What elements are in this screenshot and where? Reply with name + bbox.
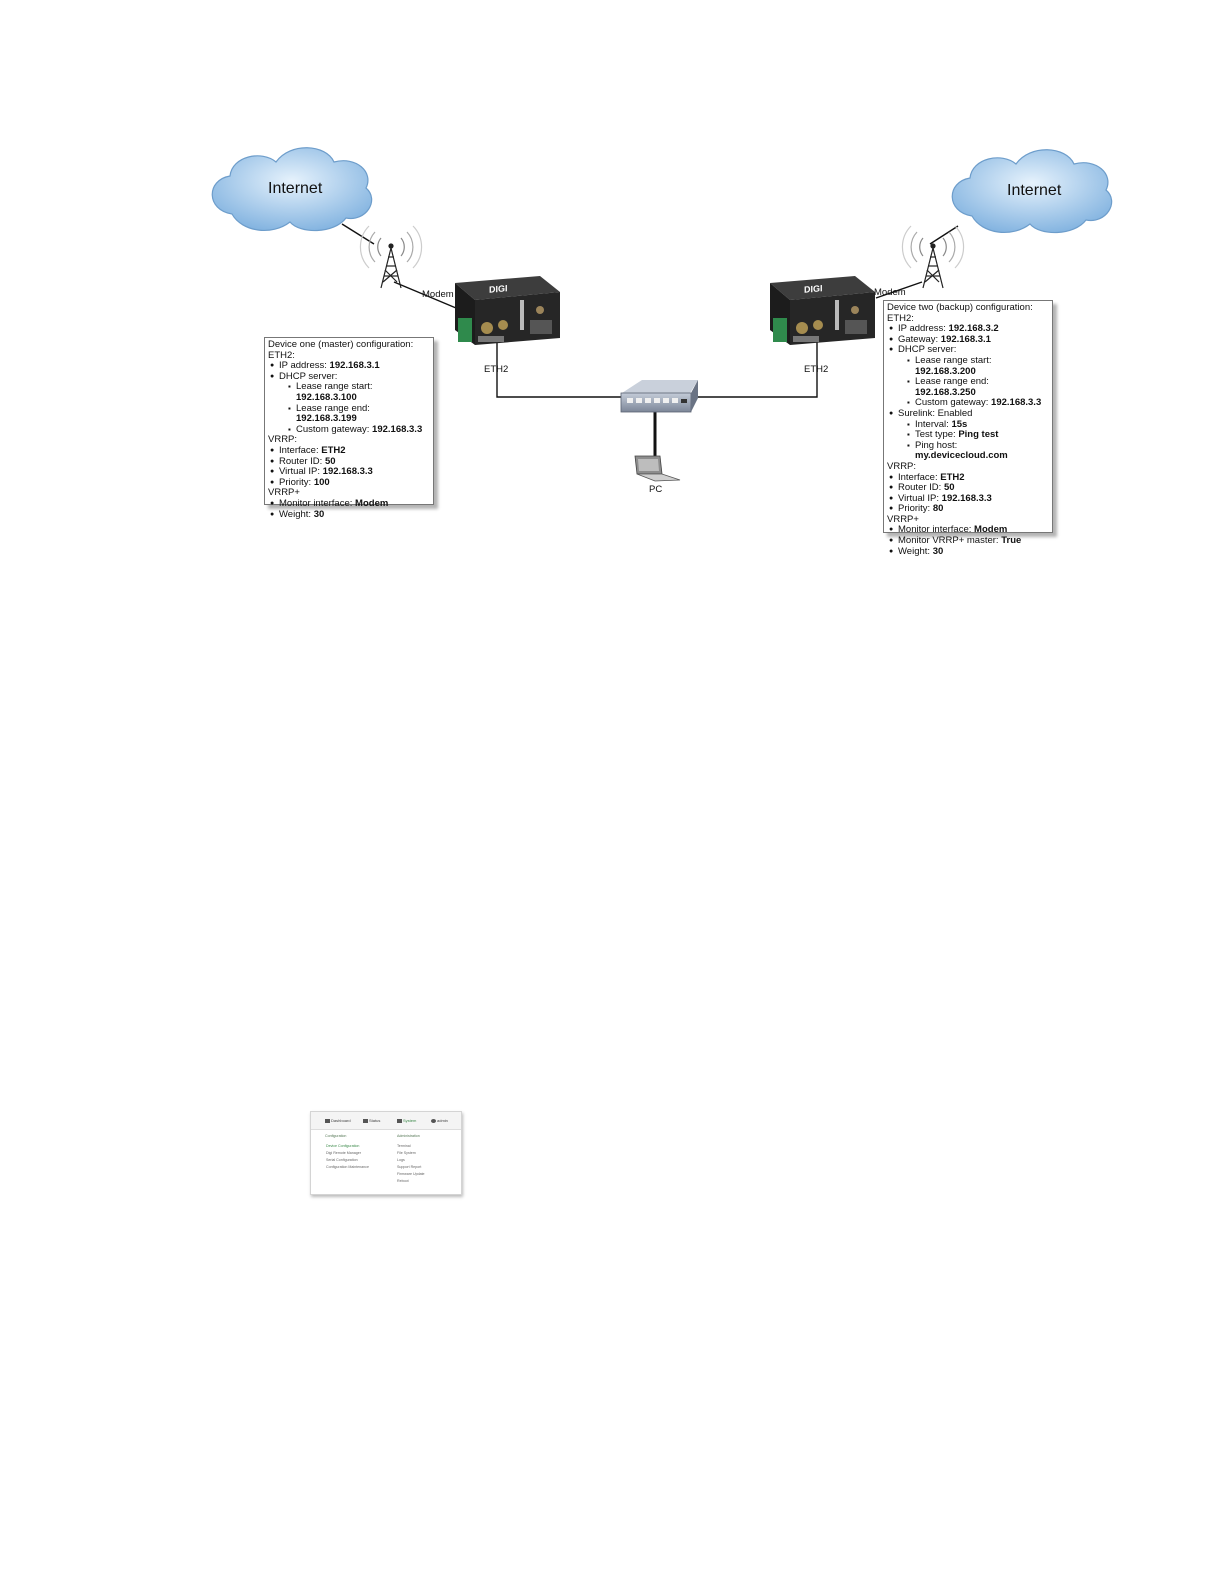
menu-item-configuration-maintenance[interactable]: Configuration Maintenance	[326, 1165, 369, 1169]
device-two-ping-host: Ping host: my.devicecloud.com	[887, 440, 1049, 462]
device-one-lease-end: Lease range end: 192.168.3.199	[268, 403, 430, 425]
menu-item-remote-manager[interactable]: Digi Remote Manager	[326, 1151, 361, 1155]
device-one-router-id: Router ID: 50	[268, 456, 430, 468]
device-two-vrrp-header: VRRP:	[887, 460, 917, 472]
device-one-priority: Priority: 100	[268, 477, 430, 489]
device-one-weight: Weight: 30	[268, 509, 430, 521]
menu-config-header: Configuration	[325, 1134, 347, 1138]
menu-item-device-configuration[interactable]: Device Configuration	[326, 1144, 360, 1148]
device-one-virtual-ip: Virtual IP: 192.168.3.3	[268, 466, 430, 478]
internet-label-left: Internet	[268, 180, 323, 197]
device-one-interface: Interface: ETH2	[268, 445, 430, 457]
router-device-right-icon	[770, 276, 875, 345]
menu-item-reboot[interactable]: Reboot	[397, 1179, 409, 1183]
grid-icon	[363, 1118, 368, 1123]
system-menu-screenshot: Dashboard Status System admin Configurat…	[310, 1111, 462, 1195]
device-two-dhcp: DHCP server:	[887, 345, 1049, 356]
device-two-vrrpplus-header: VRRP+	[887, 513, 919, 525]
pc-label: PC	[649, 484, 663, 495]
device-one-dhcp: DHCP server:	[268, 371, 430, 383]
device-two-gateway: Gateway: 192.168.3.1	[887, 334, 1049, 346]
device-one-monitor: Monitor interface: Modem	[268, 498, 430, 510]
cell-tower-left-icon	[359, 225, 423, 289]
menu-admin-header: Administration	[397, 1134, 420, 1138]
device-two-interface: Interface: ETH2	[887, 472, 1049, 484]
menu-item-serial-configuration[interactable]: Serial Configuration	[326, 1158, 358, 1162]
device-one-config-box: Device one (master) configuration: ETH2:…	[264, 337, 434, 520]
device-two-config-box: Device two (backup) configuration: ETH2:…	[883, 300, 1053, 557]
device-two-test-type: Test type: Ping test	[887, 429, 1049, 441]
device-two-ip: IP address: 192.168.3.2	[887, 323, 1049, 335]
device-two-virtual-ip: Virtual IP: 192.168.3.3	[887, 493, 1049, 505]
tab-system[interactable]: System	[397, 1118, 416, 1123]
internet-label-right: Internet	[1007, 182, 1062, 199]
device-two-priority: Priority: 80	[887, 503, 1049, 515]
device-one-vrrp-header: VRRP:	[268, 434, 298, 446]
digi-logo-right: DIGI	[804, 283, 823, 295]
device-two-surelink: Surelink: Enabled	[887, 408, 1049, 420]
device-two-lease-start: Lease range start: 192.168.3.200	[887, 355, 1049, 377]
cell-tower-right-icon	[901, 225, 965, 289]
device-two-lease-end: Lease range end: 192.168.3.250	[887, 376, 1049, 398]
digi-logo-left: DIGI	[489, 283, 508, 295]
device-one-ip: IP address: 192.168.3.1	[268, 360, 430, 372]
connection-lines	[341, 223, 959, 458]
device-two-title: Device two (backup) configuration:	[887, 302, 1033, 313]
modem-label-right: Modem	[874, 287, 906, 298]
modem-label-left: Modem	[422, 289, 454, 300]
menu-item-logs[interactable]: Logs	[397, 1158, 405, 1162]
user-icon	[431, 1118, 436, 1123]
menu-item-support-report[interactable]: Support Report	[397, 1165, 422, 1169]
menu-item-firmware-update[interactable]: Firmware Update	[397, 1172, 425, 1176]
menu-item-file-system[interactable]: File System	[397, 1151, 416, 1155]
dashboard-icon	[325, 1118, 330, 1123]
network-switch-icon	[620, 380, 698, 413]
device-two-interval: Interval: 15s	[887, 419, 1049, 431]
device-one-lease-start: Lease range start: 192.168.3.100	[268, 382, 430, 403]
internet-cloud-left	[211, 147, 373, 232]
menu-top-bar: Dashboard Status System admin	[311, 1112, 461, 1130]
router-device-left-icon	[455, 276, 560, 345]
laptop-pc-icon	[634, 455, 681, 482]
gear-icon	[397, 1118, 402, 1123]
tab-admin[interactable]: admin	[431, 1118, 448, 1123]
eth2-label-right: ETH2	[804, 364, 829, 375]
tab-dashboard[interactable]: Dashboard	[325, 1118, 351, 1123]
device-two-custom-gw: Custom gateway: 192.168.3.3	[887, 398, 1049, 409]
device-two-router-id: Router ID: 50	[887, 482, 1049, 494]
eth2-label-left: ETH2	[484, 364, 509, 375]
device-one-title: Device one (master) configuration:	[268, 339, 414, 350]
device-two-weight: Weight: 30	[887, 546, 1049, 558]
device-one-custom-gw: Custom gateway: 192.168.3.3	[268, 424, 430, 436]
tab-status[interactable]: Status	[363, 1118, 380, 1123]
internet-cloud-right	[951, 149, 1113, 234]
device-two-eth2-header: ETH2:	[887, 312, 914, 324]
menu-item-terminal[interactable]: Terminal	[397, 1144, 411, 1148]
device-one-vrrpplus-header: VRRP+	[268, 487, 300, 499]
device-two-monitor: Monitor interface: Modem	[887, 525, 1049, 536]
device-one-eth2-header: ETH2:	[268, 349, 295, 361]
device-two-monitor-master: Monitor VRRP+ master: True	[887, 535, 1049, 547]
